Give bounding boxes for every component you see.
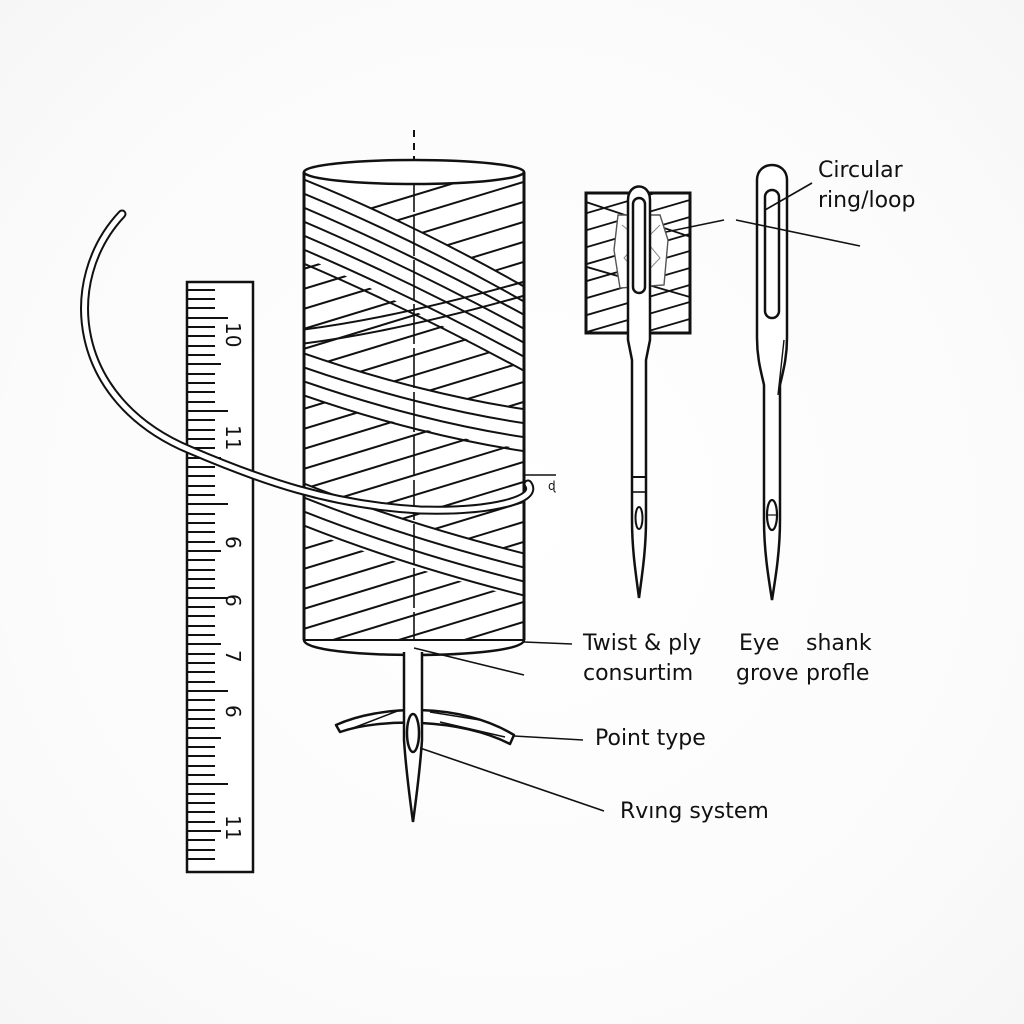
leader-consurtim <box>413 647 525 676</box>
curved-thread <box>80 209 535 515</box>
label-line: consurtim <box>583 661 694 686</box>
ruler-numbers: 10 11 6 6 7 6 11 <box>221 322 245 840</box>
ruler: 10 11 6 6 7 6 11 <box>185 280 255 874</box>
label-shank-profile: shank profle <box>806 629 872 689</box>
label-ruing-system: Rvıng system <box>620 799 769 824</box>
leader-lines <box>413 182 861 812</box>
needle-eye <box>405 712 421 754</box>
ruler-number: 11 <box>221 425 245 450</box>
needle-long-eye <box>631 196 647 295</box>
label-line: shank <box>806 631 872 656</box>
label-line: ring/lοop <box>818 188 916 213</box>
label-eye-groove: Eye grove <box>736 629 799 689</box>
ruler-number: 7 <box>221 650 245 663</box>
ruler-number: 10 <box>221 322 245 347</box>
ruler-number: 11 <box>221 815 245 840</box>
ruler-number: 6 <box>221 536 245 549</box>
ruler-number: 6 <box>221 594 245 607</box>
thread-spool: ɖ <box>302 130 556 668</box>
spool-top-rim <box>302 158 526 186</box>
needle-profile <box>755 163 789 601</box>
label-line: Circular <box>818 158 903 183</box>
needle-eye-detail <box>584 185 725 599</box>
leader-point-type <box>513 735 584 741</box>
label-point-type: Point type <box>595 726 706 751</box>
ruler-number: 6 <box>221 705 245 718</box>
label-line: profle <box>806 661 870 686</box>
needle-through-spool <box>334 652 516 823</box>
leader-twist-ply <box>523 641 573 645</box>
leader-circular-ring <box>764 182 813 211</box>
label-twist-ply: Twist & ply consurtim <box>583 629 701 689</box>
needle-eye-slot <box>763 188 781 320</box>
twisted-thread <box>334 708 516 746</box>
leader-ruing-system <box>419 747 605 812</box>
label-line: grove <box>736 661 799 686</box>
spool-marker: ɖ <box>548 479 556 493</box>
label-line: Eye <box>739 631 780 656</box>
label-circular-ring-loop: Circular ring/lοop <box>818 156 915 216</box>
leader-crossing <box>735 219 861 247</box>
label-line: Twist & ply <box>583 631 702 656</box>
